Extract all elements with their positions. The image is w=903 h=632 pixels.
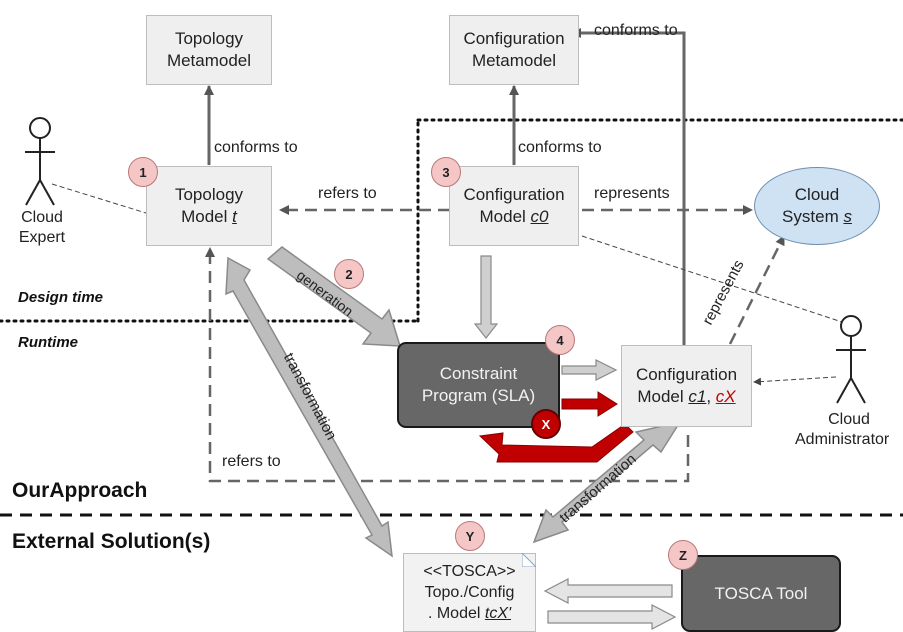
tool-to-tosca-arrow [543, 578, 673, 604]
tosca-model-line3: . Model tcX' [428, 603, 511, 624]
our-approach-heading: OurApproach [12, 479, 148, 502]
admin-association-line [581, 235, 843, 323]
cloud-system-node: Cloud System s [754, 167, 880, 245]
constraint-to-c1-arrow [561, 359, 618, 381]
refers-to-label-top: refers to [318, 185, 377, 202]
cloud-system-line2: System s [782, 206, 852, 228]
generation-arrow [266, 246, 402, 347]
constraint-program-box: Constraint Program (SLA) [397, 342, 560, 428]
external-solutions-heading: External Solution(s) [12, 530, 211, 553]
tosca-model-var: tcX' [484, 605, 512, 622]
configuration-model-c1-var2: cX [715, 387, 736, 406]
cloud-expert-actor: Cloud Expert [12, 208, 72, 248]
configuration-model-c0-prefix: Model [479, 207, 531, 226]
topology-model-line1: Topology [174, 185, 244, 204]
configuration-model-c1-sep: , [706, 387, 716, 406]
configuration-model-c1-line1: Configuration [635, 365, 738, 384]
configuration-model-c0-line2: Model c0 [480, 206, 549, 228]
step-badge-z: Z [668, 540, 698, 570]
conforms-to-label-configuration: conforms to [518, 139, 602, 156]
constraint-program-line1: Constraint [439, 364, 518, 383]
transformation-arrow-topology [225, 256, 393, 558]
configuration-model-c1-prefix: Model [637, 387, 689, 406]
topology-model-var: t [232, 207, 237, 226]
conforms-to-label-topology: conforms to [214, 139, 298, 156]
tosca-tool-label: TOSCA Tool [714, 583, 808, 603]
constraint-to-c1-red-arrow [561, 391, 618, 417]
tosca-model-prefix: . Model [427, 605, 485, 622]
configuration-model-c0-box: Configuration Model c0 [449, 166, 579, 246]
configuration-model-c1-box: Configuration Model c1, cX [621, 345, 752, 427]
topology-metamodel-line2: Metamodel [166, 51, 252, 70]
tosca-tool-box: TOSCA Tool [681, 555, 841, 632]
refers-to-label-bottom: refers to [222, 453, 281, 470]
tosca-to-tool-arrow [547, 604, 677, 630]
expert-association-line [51, 183, 147, 214]
red-back-arrow [478, 423, 634, 463]
topology-model-line2: Model t [181, 206, 237, 228]
configuration-model-c0-line1: Configuration [463, 185, 565, 204]
c0-to-constraint-arrow [473, 255, 499, 339]
configuration-metamodel-box: Configuration Metamodel [449, 15, 579, 85]
configuration-metamodel-line1: Configuration [463, 29, 565, 48]
represents-label-c0: represents [594, 185, 670, 202]
tosca-model-line1: <<TOSCA>> [423, 563, 516, 580]
cloud-system-prefix: System [782, 207, 844, 226]
configuration-model-c1-var1: c1 [688, 387, 707, 406]
conforms-to-arrow-c1 [571, 28, 686, 348]
step-badge-y: Y [455, 521, 485, 551]
tosca-model-line2: Topo./Config [424, 584, 515, 601]
conforms-to-label-c1: conforms to [594, 22, 678, 39]
step-badge-x: X [531, 409, 561, 439]
cloud-expert-line1: Cloud [21, 209, 63, 226]
cloud-administrator-actor: Cloud Administrator [795, 410, 903, 450]
configuration-model-c1-line2: Model c1, cX [637, 386, 735, 408]
cloud-administrator-line1: Cloud [828, 411, 870, 428]
constraint-program-line2: Program (SLA) [421, 386, 536, 405]
topology-metamodel-box: Topology Metamodel [146, 15, 272, 85]
tosca-model-box: <<TOSCA>> Topo./Config . Model tcX' [403, 553, 536, 632]
step-badge-3: 3 [431, 157, 461, 187]
configuration-metamodel-line2: Metamodel [471, 51, 557, 70]
cloud-administrator-figure [836, 315, 866, 404]
topology-model-box: Topology Model t [146, 166, 272, 246]
design-time-label: Design time [18, 289, 104, 306]
represents-arrow-c1 [728, 235, 786, 345]
tosca-note-fold-icon [522, 553, 536, 567]
cloud-system-var: s [843, 207, 852, 226]
cloud-administrator-line2: Administrator [795, 431, 890, 448]
step-badge-1: 1 [128, 157, 158, 187]
topology-metamodel-line1: Topology [174, 29, 244, 48]
step-badge-4: 4 [545, 325, 575, 355]
cloud-system-line1: Cloud [794, 185, 840, 204]
topology-model-prefix: Model [181, 207, 233, 226]
cloud-expert-line2: Expert [18, 229, 66, 246]
transformation-arrow-c1 [532, 420, 682, 544]
cloud-expert-figure [25, 117, 55, 206]
runtime-label: Runtime [18, 334, 78, 351]
step-badge-2: 2 [334, 259, 364, 289]
admin-to-c1-arrow [753, 376, 837, 386]
refers-to-arrow-bottom [205, 247, 690, 483]
configuration-model-c0-var: c0 [530, 207, 549, 226]
